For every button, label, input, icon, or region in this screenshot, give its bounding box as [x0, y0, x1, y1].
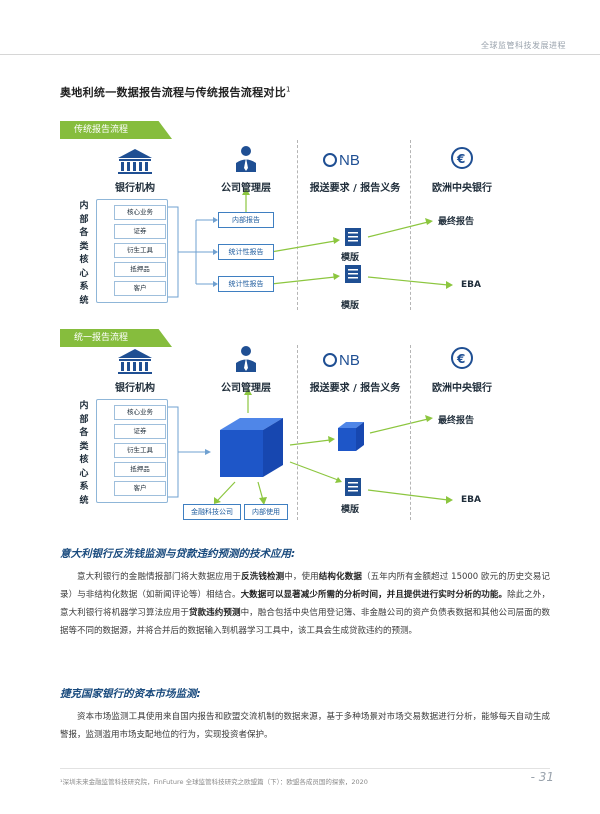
list-item: 抵押品	[114, 462, 166, 477]
svg-text:€: €	[456, 152, 465, 166]
onb-logo-icon: NB	[323, 152, 360, 169]
column-head-reporting: 报送要求 / 报告义务	[309, 383, 401, 394]
traditional-flow-tag: 传统报告流程	[60, 121, 172, 139]
unified-flow-tag: 统一报告流程	[60, 329, 172, 347]
page-number: - 31	[530, 770, 554, 784]
core-systems-box: 核心业务 证券 衍生工具 抵押品 客户	[96, 199, 168, 303]
eba-label: EBA	[461, 280, 481, 290]
template-label: 模版	[341, 505, 360, 515]
column-head-management: 公司管理层	[221, 183, 271, 194]
page-title: 奥地利统一数据报告流程与传统报告流程对比1	[60, 85, 291, 99]
data-cube-small	[338, 422, 364, 451]
manager-icon	[236, 146, 256, 172]
statistical-report-box: 统计性报告	[218, 244, 274, 260]
list-item: 客户	[114, 481, 166, 496]
manager-icon	[236, 346, 256, 372]
template-label: 模版	[341, 253, 360, 263]
core-systems-box: 核心业务 证券 衍生工具 抵押品 客户	[96, 399, 168, 503]
column-divider	[297, 140, 298, 310]
section-paragraph-italy: 意大利银行的金融情报部门将大数据应用于反洗钱检测中，使用结构化数据（五年内所有金…	[60, 572, 550, 636]
svg-text:NB: NB	[339, 352, 360, 369]
list-item: 客户	[114, 281, 166, 296]
section-heading-italy: 意大利银行反洗钱监测与贷款违约预测的技术应用:	[60, 548, 296, 560]
header-divider	[0, 54, 600, 55]
internal-use-box: 内部使用	[244, 504, 288, 520]
data-cube-large	[220, 418, 283, 477]
list-item: 核心业务	[114, 205, 166, 220]
onb-logo-icon: NB	[323, 352, 360, 369]
final-report-label: 最终报告	[438, 416, 475, 426]
column-divider	[410, 140, 411, 310]
section-heading-czech: 捷克国家银行的资本市场监测:	[60, 688, 201, 700]
final-report-label: 最终报告	[438, 217, 475, 227]
list-item: 核心业务	[114, 405, 166, 420]
footnote: ¹深圳未来金融监管科技研究院，FinFuture 全球监管科技研究之欧盟篇（下）…	[60, 778, 368, 786]
euro-icon: €	[451, 147, 473, 169]
column-head-ecb: 欧洲中央银行	[432, 383, 492, 394]
bank-icon	[118, 149, 152, 174]
list-item: 衍生工具	[114, 443, 166, 458]
column-head-bank: 银行机构	[115, 383, 155, 394]
column-head-management: 公司管理层	[221, 383, 271, 394]
template-label: 模版	[341, 301, 360, 311]
footnote-ref: 1	[286, 85, 291, 94]
template-icon	[345, 478, 361, 496]
footnote-divider	[60, 768, 550, 769]
list-item: 衍生工具	[114, 243, 166, 258]
column-head-ecb: 欧洲中央银行	[432, 183, 492, 194]
column-head-reporting: 报送要求 / 报告义务	[309, 183, 401, 194]
column-divider	[297, 345, 298, 520]
column-head-bank: 银行机构	[115, 183, 155, 194]
statistical-report-box: 统计性报告	[218, 276, 274, 292]
svg-text:€: €	[456, 352, 465, 366]
bank-icon	[118, 349, 152, 374]
core-systems-vertical-label: 内部各类核心系统	[79, 201, 89, 306]
fintech-company-box: 金融科技公司	[183, 504, 241, 520]
list-item: 抵押品	[114, 262, 166, 277]
svg-text:NB: NB	[339, 152, 360, 169]
template-icon	[345, 228, 361, 246]
internal-report-box: 内部报告	[218, 212, 274, 228]
template-icon	[345, 265, 361, 283]
list-item: 证券	[114, 224, 166, 239]
eba-label: EBA	[461, 495, 481, 505]
running-header: 全球监管科技发展进程	[481, 41, 566, 50]
section-paragraph-czech: 资本市场监测工具使用来自国内报告和欧盟交流机制的数据来源，基于多种场景对市场交易…	[60, 712, 550, 740]
core-systems-vertical-label: 内部各类核心系统	[79, 401, 89, 506]
column-divider	[410, 345, 411, 520]
list-item: 证券	[114, 424, 166, 439]
euro-icon: €	[451, 347, 473, 369]
